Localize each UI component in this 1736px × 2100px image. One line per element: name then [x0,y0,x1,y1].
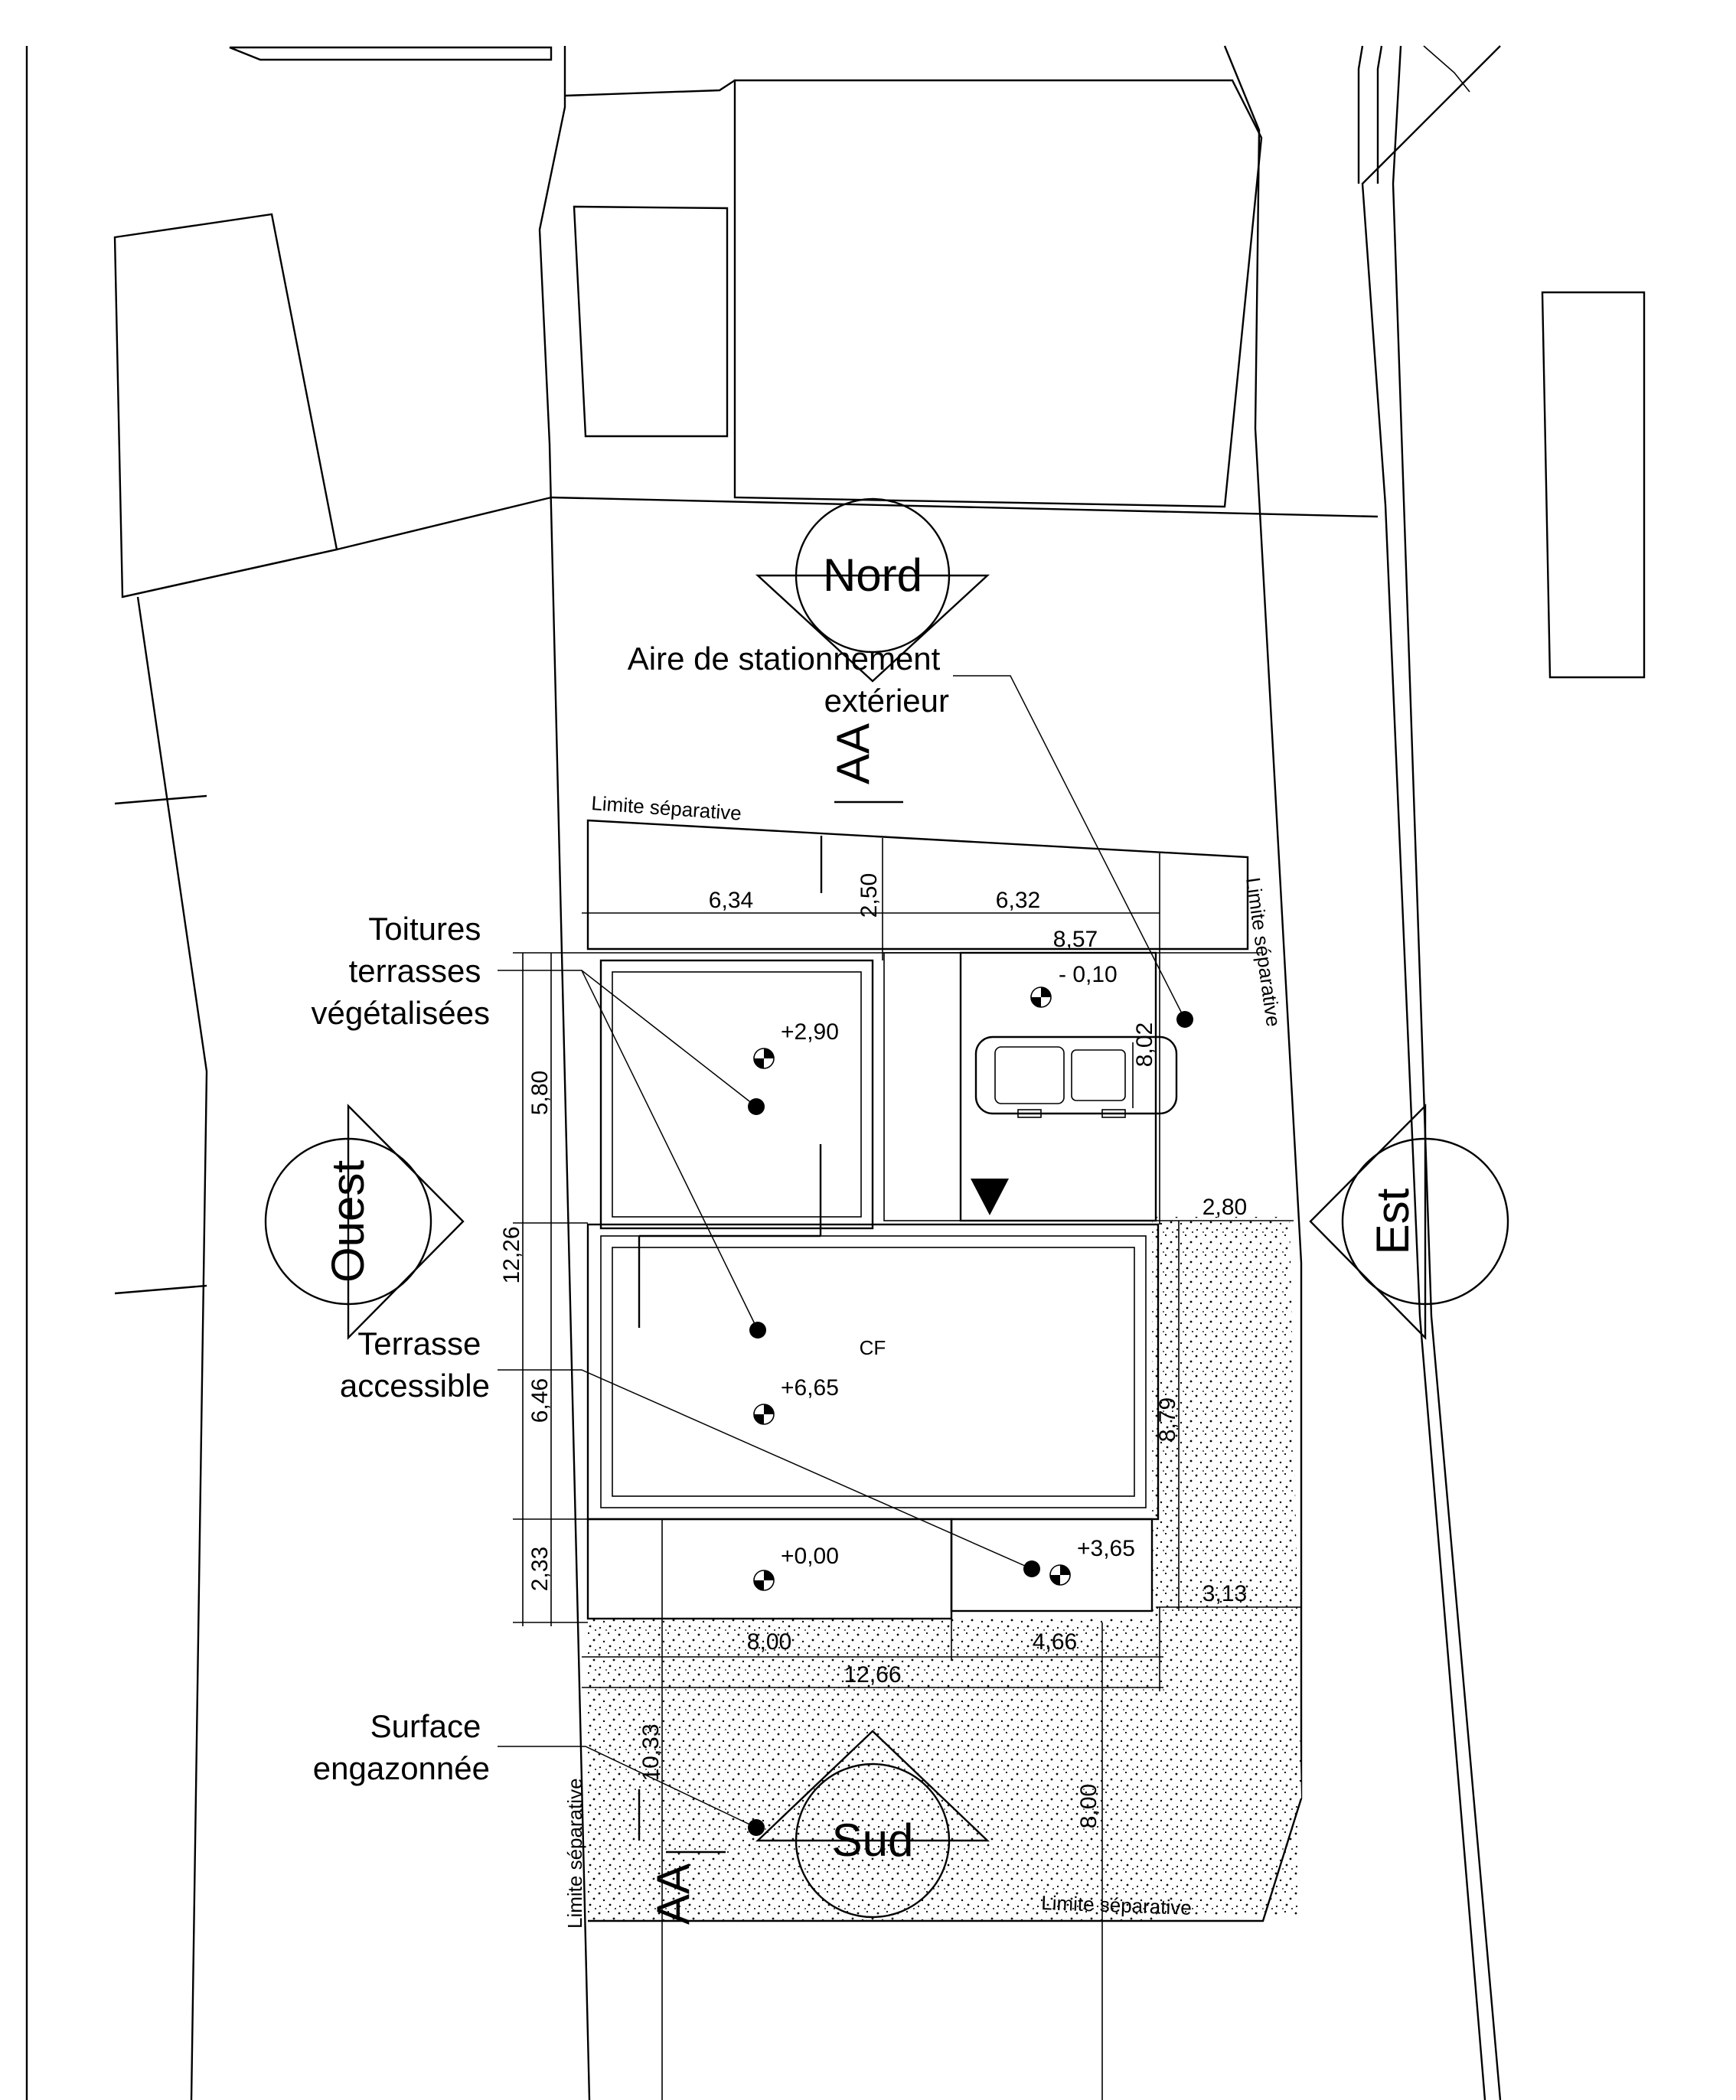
dimension-lines [513,838,1301,2100]
green-roof [599,959,874,1230]
leader-dot [748,1098,765,1115]
level-marker [1030,986,1052,1008]
site-ground-east [1152,1217,1301,1913]
parcel-line [122,548,338,598]
parcel-line [114,794,207,805]
orientation-south: Sud [755,1730,990,1919]
neighbour-building [733,79,1263,508]
parcel-line [538,46,591,2100]
level-marker [753,1404,775,1425]
svg-text:Sud: Sud [832,1815,914,1866]
svg-text:Nord: Nord [823,549,922,601]
dim-left-total: 12,26 [499,1226,524,1283]
boundary-label-west: Limite séparative [563,1778,586,1929]
road-edge [1423,45,1470,93]
road-edge [1357,45,1364,184]
terrace-roof [586,1223,1160,1521]
level-label-terrace: +6,65 [781,1375,839,1401]
dim-top-vertical: 2,50 [857,873,882,918]
leader-dot [1023,1560,1040,1577]
site-ground-southwest [588,1619,1154,1921]
road-edge [1376,45,1383,184]
label-terrace: Terrasse accessible [340,1326,490,1404]
label-lawn: Surface engazonnée [313,1708,490,1786]
dim-east-bottom: 3,13 [1202,1581,1247,1606]
orientation-north: Nord [755,497,990,683]
dim-top-left: 6,34 [709,888,753,913]
dim-parking-depth: 8,02 [1132,1022,1157,1067]
leader-lines [498,675,1186,1828]
entrance-marker [971,1179,1009,1215]
leader-dot [749,1322,766,1339]
terrace-roof-core [612,1247,1135,1497]
dim-south-left: 10,33 [638,1723,664,1781]
wood-deck [950,1518,1154,1612]
dim-bottom-right: 4,66 [1033,1629,1077,1655]
orientation-east: Est [1309,1104,1509,1340]
green-roof-inner [612,971,862,1218]
wood-deck [586,1518,953,1620]
orientation-west: Ouest [264,1104,465,1340]
section-mark-south: AA [648,1864,699,1925]
access-path [883,952,961,1221]
road-edge [1361,45,1501,2100]
leader-dot [1176,1011,1193,1028]
boundary-label-south: Limite séparative [1041,1891,1192,1919]
level-label-parking: - 0,10 [1059,962,1118,987]
terrace-roof-inner [600,1235,1147,1508]
boundary-label-east: Limite séparative [1242,876,1285,1029]
dim-left-bottom: 2,33 [527,1547,553,1591]
road-edge [1392,45,1502,2100]
neighbour-building [573,205,729,438]
site-outline [588,1798,1303,1922]
boundary-label-north: Limite séparative [591,791,742,825]
label-parking: Aire de stationnement extérieur [628,641,949,719]
neighbour-building [113,213,338,598]
section-mark-north: AA [827,723,879,784]
level-marker [1049,1564,1071,1586]
neighbour-building [1541,291,1646,679]
car-icon [974,1035,1178,1118]
level-label-ground: +0,00 [781,1544,839,1569]
site-ground-north [586,819,1249,951]
level-label-deck: +3,65 [1077,1536,1135,1561]
label-green-roofs: Toitures terrasses végétalisées [312,911,490,1031]
dim-parking-width: 8,57 [1053,927,1098,952]
dim-bottom-left: 8,00 [747,1629,791,1655]
dim-top-right: 6,32 [996,888,1040,913]
neighbour-building [229,46,553,61]
dim-left-upper: 5,80 [527,1071,553,1115]
parcel-line [564,79,736,97]
leader-dot [748,1819,765,1836]
level-marker [753,1048,775,1069]
level-marker [753,1570,775,1591]
dim-bottom-total: 12,66 [844,1662,901,1688]
dim-south-right: 8,00 [1076,1784,1101,1828]
parcel-line [336,496,552,551]
parcel-line [136,596,208,2100]
svg-text:Ouest: Ouest [322,1160,374,1283]
dim-left-lower: 6,46 [527,1378,553,1423]
dim-east-height: 8,79 [1155,1397,1180,1442]
dim-east-top: 2,80 [1202,1195,1247,1220]
chimney-label: CF [860,1336,886,1359]
parcel-line [114,1284,207,1295]
svg-text:Est: Est [1367,1188,1418,1254]
level-label-green-roof: +2,90 [781,1019,839,1045]
parcel-line [550,496,1379,518]
